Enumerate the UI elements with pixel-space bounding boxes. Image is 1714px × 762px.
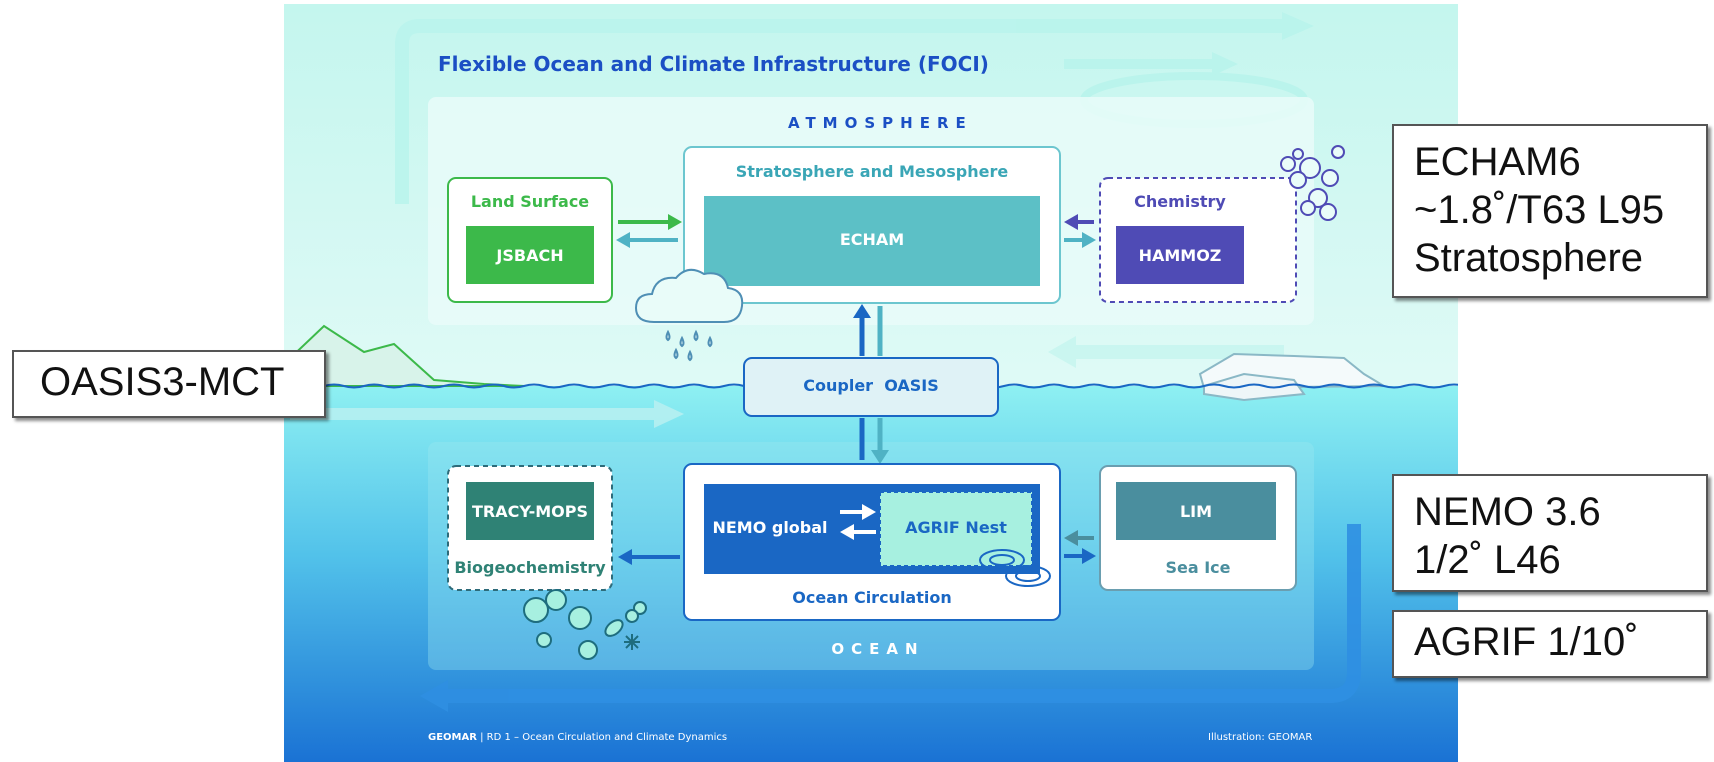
hammoz-label: HAMMOZ <box>1138 246 1222 265</box>
nemo-callout-line-1: NEMO 3.6 <box>1414 490 1601 534</box>
eddy-icon <box>979 549 1051 587</box>
cloud-rain-icon <box>634 268 744 362</box>
footer-brand: GEOMAR <box>428 732 477 743</box>
foci-illustration: Flexible Ocean and Climate Infrastructur… <box>284 4 1458 762</box>
echam-callout-line-3: Stratosphere <box>1414 236 1644 280</box>
chemistry-heading: Chemistry <box>1134 192 1226 211</box>
footer-left: GEOMAR | RD 1 – Ocean Circulation and Cl… <box>428 732 727 743</box>
tracy-mops-label: TRACY-MOPS <box>471 502 588 521</box>
echam-callout-line-2: ~1.8˚/T63 L95 <box>1414 188 1665 232</box>
stratosphere-heading: Stratosphere and Mesosphere <box>735 162 1009 181</box>
coupler-label: Coupler OASIS <box>803 376 939 395</box>
echam-label: ECHAM <box>839 230 905 249</box>
bubbles-icon <box>1280 145 1345 221</box>
land-surface-heading: Land Surface <box>470 192 590 211</box>
hammoz-block <box>1116 226 1244 284</box>
ocean-circulation-heading: Ocean Circulation <box>792 588 952 607</box>
nemo-global-label: NEMO global <box>712 518 828 537</box>
coupler-box <box>743 357 999 417</box>
lim-label: LIM <box>1179 502 1213 521</box>
nemo-callout: NEMO 3.6 1/2˚ L46 <box>1392 474 1708 592</box>
oasis-callout: OASIS3-MCT <box>12 350 326 418</box>
upper-circulation-arrow <box>395 19 1284 204</box>
biogeochemistry-heading: Biogeochemistry <box>454 558 606 577</box>
jsbach-label: JSBACH <box>496 246 564 265</box>
plankton-icon <box>523 589 647 660</box>
ocean-label: OCEAN <box>831 640 925 658</box>
atmosphere-label: ATMOSPHERE <box>788 114 973 132</box>
tracy-mops-block <box>466 482 594 540</box>
nemo-callout-line-2: 1/2˚ L46 <box>1414 538 1561 582</box>
diagram-title: Flexible Ocean and Climate Infrastructur… <box>438 52 989 76</box>
agrif-nest-block <box>879 491 1033 567</box>
footer-credit: Illustration: GEOMAR <box>1208 732 1313 743</box>
agrif-callout-line-1: AGRIF 1/10˚ <box>1414 620 1639 664</box>
echam-callout-line-1: ECHAM6 <box>1414 140 1581 184</box>
echam-callout: ECHAM6 ~1.8˚/T63 L95 Stratosphere <box>1392 124 1708 298</box>
agrif-callout: AGRIF 1/10˚ <box>1392 610 1708 678</box>
footer-text: | RD 1 – Ocean Circulation and Climate D… <box>476 732 728 743</box>
lim-block <box>1116 482 1276 540</box>
oasis-callout-line-1: OASIS3-MCT <box>40 360 285 404</box>
circulation-arrows <box>290 12 1361 712</box>
sea-ice-heading: Sea Ice <box>1165 558 1231 577</box>
agrif-nest-label: AGRIF Nest <box>905 518 1007 537</box>
echam-block <box>704 196 1040 286</box>
deep-circulation-arrow <box>444 524 1361 703</box>
jsbach-block <box>466 226 594 284</box>
